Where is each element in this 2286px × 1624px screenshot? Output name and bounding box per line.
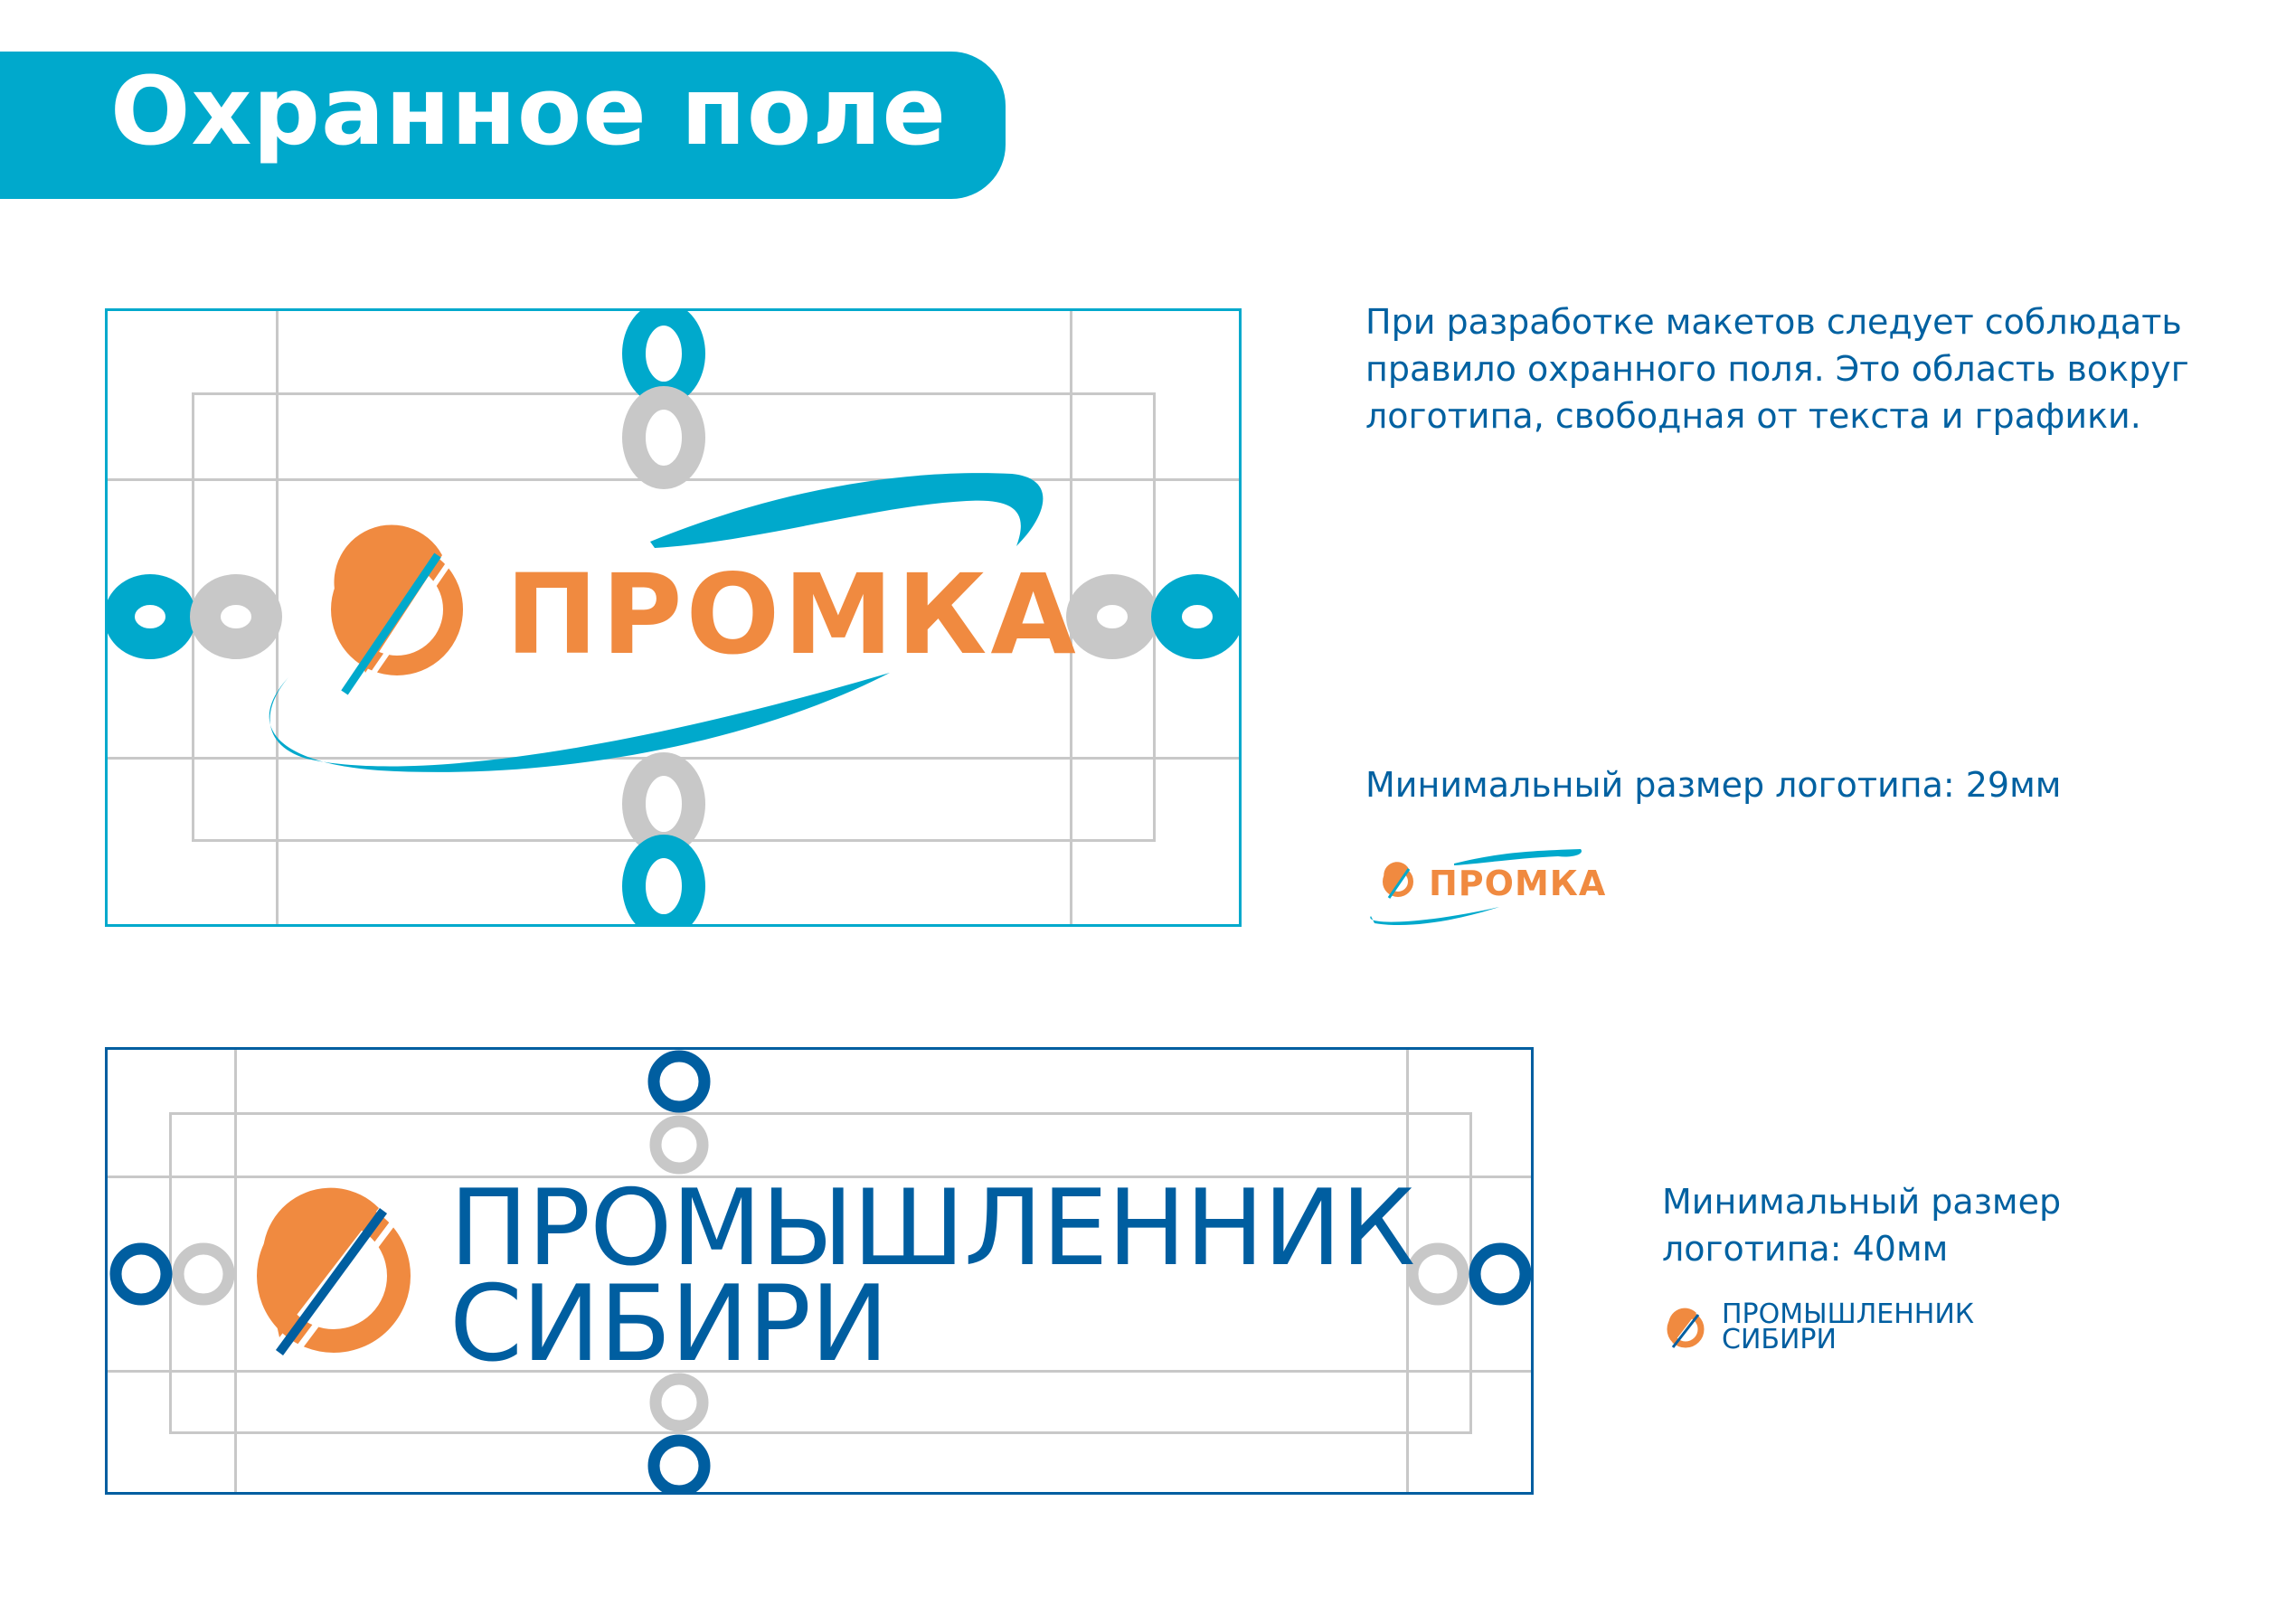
small-logo-line2: СИБИРИ [1722,1324,1837,1355]
helmet-gear-icon [331,524,463,703]
clear-space-diagram-promka: ПРОМКА [105,308,1242,927]
small-logo-promka: ПРОМКА [1364,845,1605,927]
logo-wordmark-line1: ПРОМЫШЛЕННИК [449,1167,1415,1289]
clear-space-diagram-promyshlennik: ПРОМЫШЛЕННИК СИБИРИ [105,1047,1534,1495]
helmet-gear-icon [257,1187,411,1364]
guide-line [108,1176,1531,1178]
clearance-markers [108,311,1239,924]
description-line: При разработке макетов следует соблюдать [1365,302,2182,342]
small-logo-swoosh-icon [1370,849,1582,925]
small-logo-promyshlennik: ПРОМЫШЛЕННИК СИБИРИ [1660,1298,1986,1356]
clear-space-description: При разработке макетов следует соблюдать… [1365,298,2189,439]
small-logo-wordmark: ПРОМЫШЛЕННИК СИБИРИ [1722,1298,1975,1355]
guide-line [234,1050,237,1492]
min-size-label-promyshlennik: Минимальный размер логотипа: 40мм [1662,1178,2061,1272]
min-size-label-line: Минимальный размер [1662,1182,2062,1222]
small-logo-line1: ПРОМЫШЛЕННИК [1722,1298,1975,1330]
small-helmet-gear-icon [1667,1308,1705,1348]
swoosh-icon [269,473,1044,772]
page-title: Охранное поле [110,56,948,166]
description-line: правило охранного поля. Это область вокр… [1365,349,2189,389]
logo-wordmark: ПРОМКА [505,551,1080,679]
description-line: логотипа, свободная от текста и графики. [1365,396,2141,436]
small-logo-wordmark: ПРОМКА [1429,864,1607,903]
min-size-label-promka: Минимальный размер логотипа: 29мм [1365,765,2062,805]
guide-line [108,1370,1531,1373]
clearance-markers [109,1050,1531,1492]
header-banner [0,52,1006,199]
min-size-label-line: логотипа: 40мм [1662,1229,1949,1269]
logo-wordmark-line2: СИБИРИ [449,1263,889,1385]
